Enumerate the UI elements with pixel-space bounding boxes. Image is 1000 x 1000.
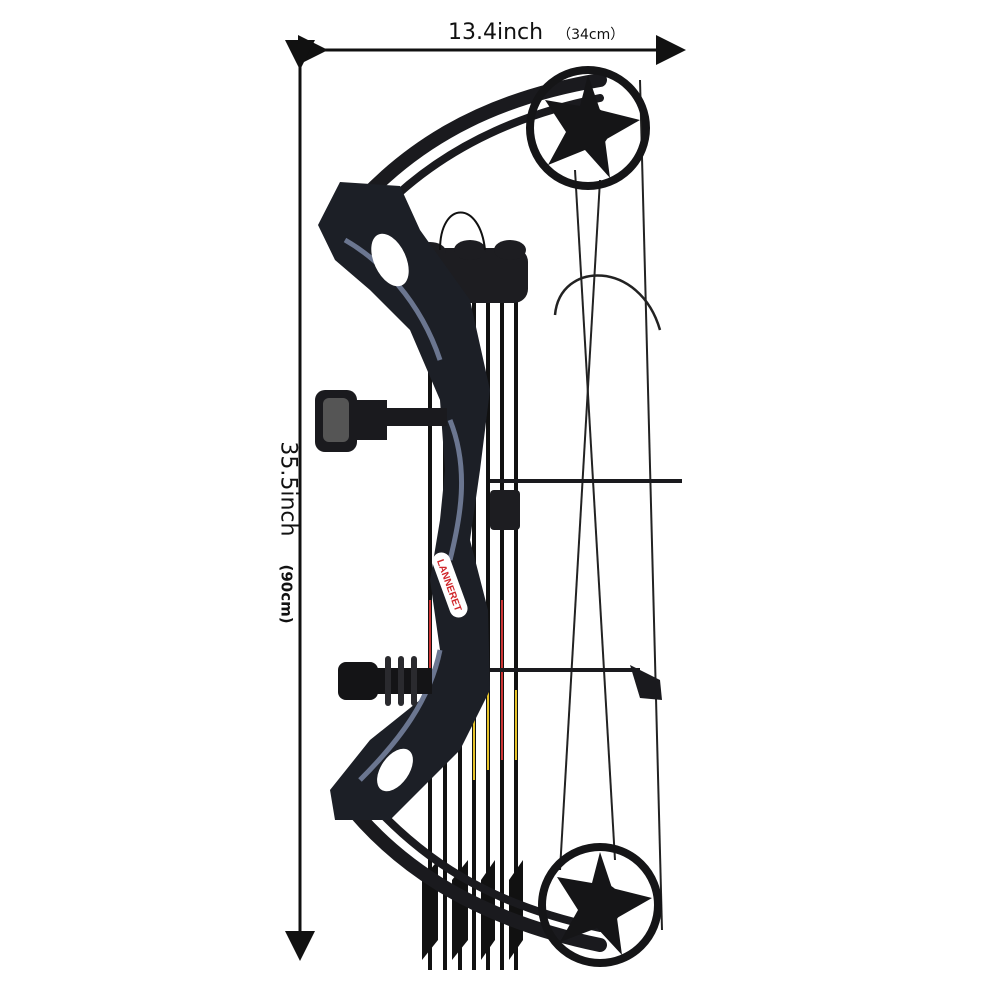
lower-cam xyxy=(538,843,662,967)
height-cm: (90cm) xyxy=(277,564,296,624)
height-dimension-label: 35.5inch (90cm) xyxy=(276,423,301,643)
upper-cam xyxy=(526,66,650,190)
width-dimension-label: 13.4inch （34cm） xyxy=(448,20,624,45)
bow-riser: LANNERET xyxy=(318,182,490,820)
bow-strings xyxy=(553,79,663,931)
height-inch: 35.5inch xyxy=(275,441,301,537)
string-guard-rods xyxy=(490,479,682,672)
string-stop xyxy=(630,665,662,700)
width-cm: （34cm） xyxy=(557,27,625,43)
stabilizer xyxy=(338,656,432,706)
width-inch: 13.4inch xyxy=(448,20,544,45)
bow-sight xyxy=(315,390,447,452)
